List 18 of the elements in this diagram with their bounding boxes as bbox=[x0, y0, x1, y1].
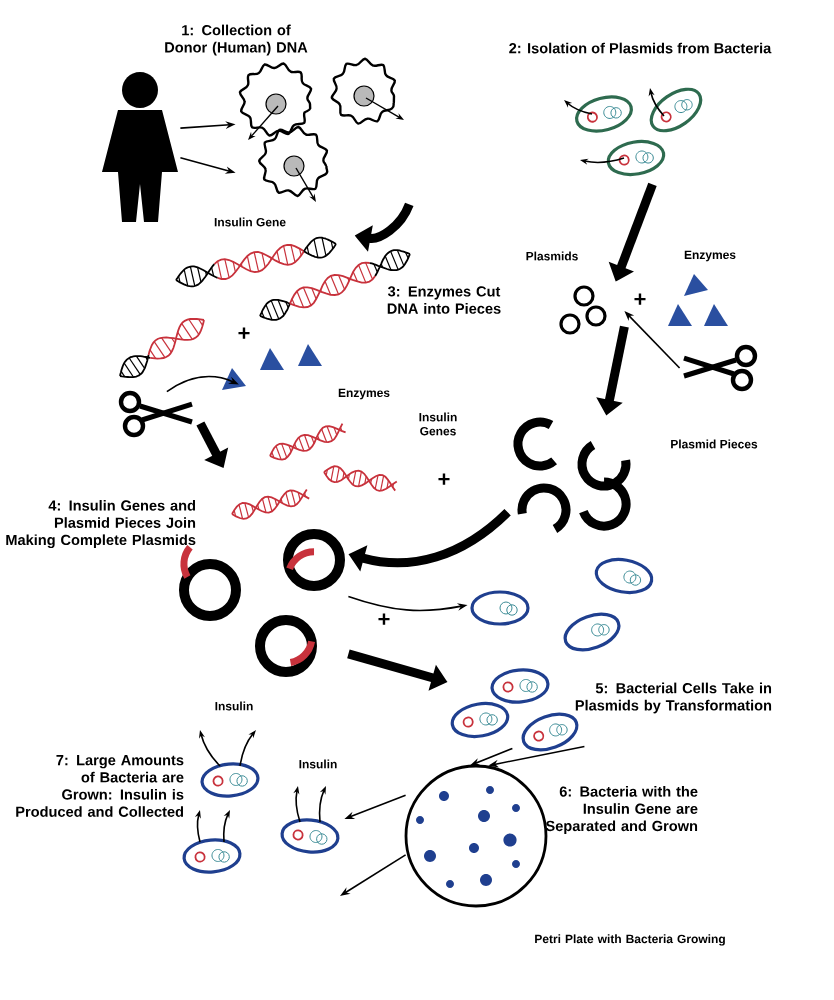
genes-drawing bbox=[231, 422, 398, 520]
plus-sign: + bbox=[238, 327, 250, 339]
bacteria-drawing bbox=[470, 557, 654, 652]
petri-plate-drawing bbox=[404, 764, 548, 908]
plus-sign: + bbox=[438, 473, 450, 485]
arrow bbox=[196, 421, 229, 468]
plasmids-drawing bbox=[559, 285, 607, 335]
scissors-drawing bbox=[683, 344, 758, 392]
enzymes-drawing bbox=[668, 274, 728, 326]
scissors-drawing bbox=[118, 390, 193, 438]
plus-sign: + bbox=[378, 613, 390, 625]
enzymes-drawing bbox=[222, 344, 322, 390]
plus-sign: + bbox=[634, 293, 646, 305]
bacteria-drawing bbox=[182, 730, 260, 874]
bacteria-drawing bbox=[450, 668, 579, 752]
bacteria-drawing bbox=[564, 87, 703, 177]
person-silhouette bbox=[102, 72, 178, 222]
plasmid-pieces-drawing bbox=[513, 417, 631, 533]
